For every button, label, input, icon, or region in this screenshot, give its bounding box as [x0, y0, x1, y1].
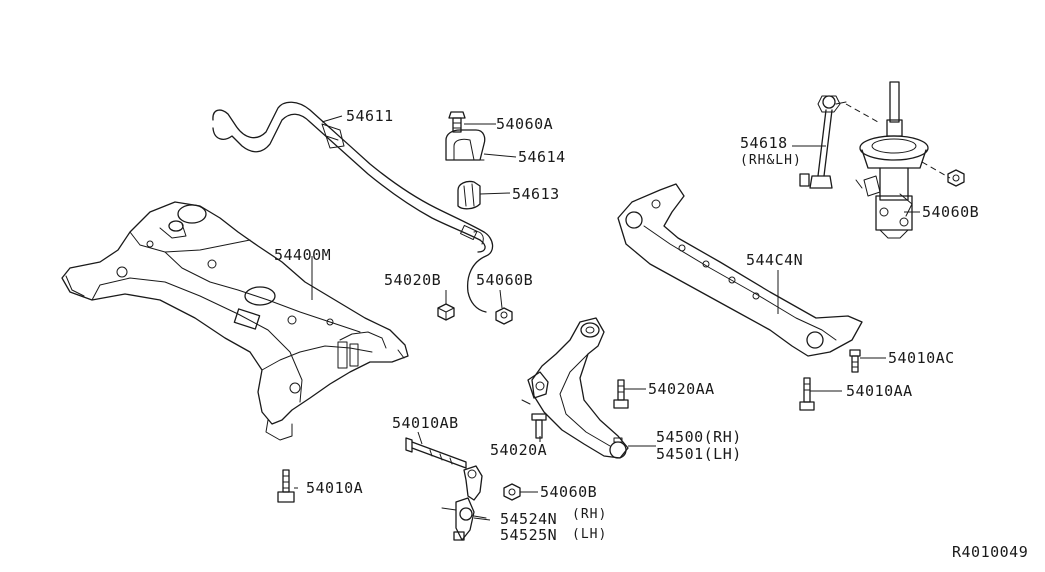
part-labels: 54611 54060A 54614 54613 54400M 54020B 5…	[274, 107, 1028, 561]
bolt-54010A	[277, 469, 295, 503]
brace-544C4N	[617, 183, 863, 357]
strut-assembly	[855, 81, 929, 239]
label-54010AC: 54010AC	[888, 349, 955, 367]
lower-control-arm	[521, 317, 629, 459]
diagram-id: R4010049	[952, 543, 1028, 561]
label-54060B-bottom: 54060B	[540, 483, 597, 501]
strut-nut-54060B	[947, 169, 965, 187]
nut-54020B	[437, 303, 455, 321]
bolt-54020AA	[613, 379, 629, 409]
nut-54060B-top	[495, 307, 513, 325]
label-54613: 54613	[512, 185, 560, 203]
label-54010A: 54010A	[306, 479, 363, 497]
bolt-54060A	[448, 111, 466, 133]
label-54060B-strut: 54060B	[922, 203, 979, 221]
label-54020A: 54020A	[490, 441, 547, 459]
label-54010AB: 54010AB	[392, 414, 459, 432]
label-54060B-top: 54060B	[476, 271, 533, 289]
label-54611: 54611	[346, 107, 394, 125]
strut-dashed-guide	[921, 161, 951, 179]
bolt-54020A	[531, 413, 547, 439]
label-544C4N: 544C4N	[746, 251, 803, 269]
label-54501-lh: 54501(LH)	[656, 445, 742, 463]
leader-lines	[294, 115, 920, 521]
label-54020B: 54020B	[384, 271, 441, 289]
bracket-54524N	[441, 465, 487, 541]
stabilizer-link	[799, 95, 847, 189]
label-54525N: 54525N	[500, 526, 557, 544]
label-54618-side: (RH&LH)	[740, 153, 802, 168]
bushing-54613	[457, 180, 481, 210]
label-54618: 54618	[740, 134, 788, 152]
bolt-54010AC	[849, 349, 861, 373]
nut-54060B-bottom	[503, 483, 521, 501]
label-54614: 54614	[518, 148, 566, 166]
label-54524N-side: (RH)	[572, 507, 607, 522]
link-dashed-guide	[845, 103, 879, 123]
label-54060A: 54060A	[496, 115, 553, 133]
label-54010AA: 54010AA	[846, 382, 913, 400]
label-54525N-side: (LH)	[572, 527, 607, 542]
suspension-member	[61, 201, 409, 441]
label-54020AA: 54020AA	[648, 380, 715, 398]
bolt-54010AA	[799, 377, 815, 411]
label-54500-rh: 54500(RH)	[656, 428, 742, 446]
label-54524N: 54524N	[500, 510, 557, 528]
bolt-54010AB	[405, 437, 467, 469]
label-54400M: 54400M	[274, 246, 331, 264]
stabilizer-bar	[212, 101, 494, 313]
clamp-54614	[445, 129, 486, 161]
